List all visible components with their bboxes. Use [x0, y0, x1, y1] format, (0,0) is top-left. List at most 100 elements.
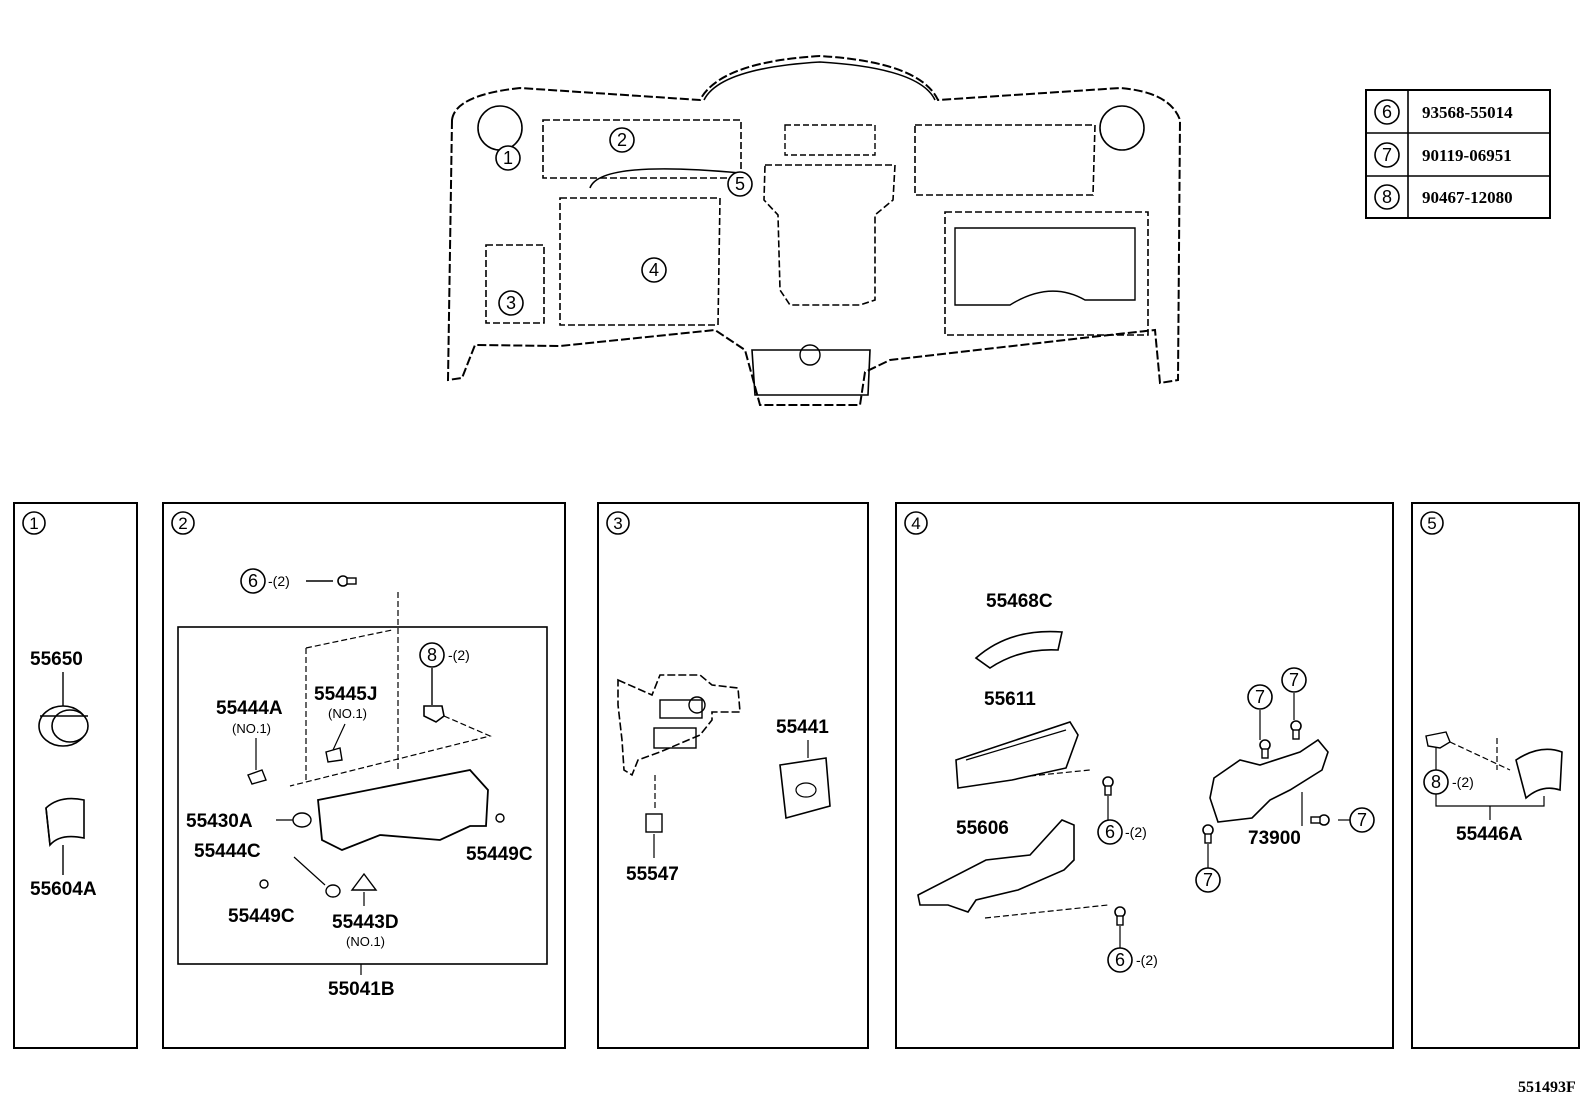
screw-qty-panel2: -(2) — [268, 573, 290, 589]
svg-text:8: 8 — [1382, 187, 1392, 207]
assembly-55041B-box — [177, 626, 548, 965]
clip-55444C — [325, 884, 341, 898]
fastener-table: 6 93568-55014 7 90119-06951 8 90467-1208… — [1365, 89, 1551, 219]
cover-73900 — [1209, 738, 1329, 823]
panel-5-callout: 5 — [1420, 511, 1444, 535]
part-55445J-note: (NO.1) — [328, 706, 367, 721]
clip-qty-panel2: -(2) — [448, 647, 470, 663]
svg-text:7: 7 — [1382, 145, 1392, 165]
garnish-55446A — [1515, 748, 1563, 800]
dash-fragment-panel3 — [617, 674, 741, 777]
overview-callouts: 1 2 3 4 5 — [495, 127, 753, 316]
svg-text:7: 7 — [1203, 870, 1213, 890]
dashboard-brow — [703, 61, 936, 101]
part-55445J: 55445J — [314, 684, 377, 705]
clip-55430A — [292, 812, 312, 828]
callout-4-overview: 4 — [641, 257, 667, 283]
svg-text:7: 7 — [1357, 810, 1367, 830]
clip-55444A — [247, 769, 267, 785]
clip-73900-a — [1259, 739, 1271, 759]
part-55611: 55611 — [984, 689, 1036, 710]
part-55449C-right: 55449C — [466, 844, 533, 865]
table-part-6: 93568-55014 — [1422, 103, 1513, 122]
part-55650: 55650 — [30, 649, 83, 670]
clip-55449C-right — [495, 813, 505, 823]
part-55449C-left: 55449C — [228, 906, 295, 927]
screw-panel2 — [337, 575, 357, 587]
part-55468C: 55468C — [986, 591, 1053, 612]
svg-text:6: 6 — [248, 571, 258, 591]
switch-55547 — [645, 813, 663, 833]
bracket-55443D — [350, 872, 378, 891]
clip-55445J — [325, 747, 343, 763]
part-55604A: 55604A — [30, 879, 97, 900]
panel-4: 4 55468C 55611 6 -(2) 55606 6 -(2) 7 7 7… — [895, 502, 1394, 1049]
table-part-7: 90119-06951 — [1422, 146, 1512, 165]
table-row-6: 6 — [1374, 99, 1400, 125]
glove-box-inner — [954, 227, 1136, 306]
table-part-8: 90467-12080 — [1422, 188, 1513, 207]
svg-text:6: 6 — [1115, 950, 1125, 970]
clip-callout-7-right: 7 — [1349, 807, 1375, 833]
panel-5: 5 8 -(2) 55446A — [1411, 502, 1580, 1049]
clip-qty-panel5: -(2) — [1452, 774, 1474, 790]
svg-text:2: 2 — [617, 130, 627, 150]
table-row-8: 8 — [1374, 184, 1400, 210]
vent-part-55650 — [38, 705, 89, 747]
svg-text:1: 1 — [503, 148, 513, 168]
callout-3-overview: 3 — [498, 290, 524, 316]
dashboard-top-outline — [446, 54, 1182, 406]
dashboard-overview — [446, 54, 1182, 406]
callout-5-overview: 5 — [727, 171, 753, 197]
lower-panel-55041B — [317, 769, 489, 851]
clip-callout-7-bottom: 7 — [1195, 867, 1221, 893]
svg-text:5: 5 — [1427, 514, 1436, 533]
panel-1-callout: 1 — [22, 511, 46, 535]
center-console-frame — [763, 164, 896, 306]
svg-text:6: 6 — [1105, 822, 1115, 842]
duct-part-55604A — [45, 797, 85, 847]
clip-callout-7-top-right: 7 — [1281, 667, 1307, 693]
svg-text:2: 2 — [178, 514, 187, 533]
clip-73900-b — [1290, 720, 1302, 740]
screw-callout-6b: 6 — [1107, 947, 1133, 973]
center-upper-slot — [784, 124, 876, 156]
panel-1: 1 55650 55604A — [13, 502, 138, 1049]
right-vent-ring — [1099, 105, 1145, 151]
svg-text:5: 5 — [735, 174, 745, 194]
part-55444C: 55444C — [194, 841, 261, 862]
part-55443D: 55443D — [332, 912, 399, 933]
lower-center-knob — [799, 344, 821, 366]
svg-text:8: 8 — [427, 645, 437, 665]
left-side-box — [485, 244, 545, 324]
part-55443D-note: (NO.1) — [346, 934, 385, 949]
left-upper-panel — [542, 119, 742, 179]
callout-2-overview: 2 — [609, 127, 635, 153]
meter-hood — [589, 168, 741, 189]
svg-text:7: 7 — [1255, 687, 1265, 707]
glove-box-area — [944, 211, 1149, 336]
bracket-55606 — [917, 819, 1075, 913]
panel-55611 — [955, 721, 1079, 789]
screw-callout-6a: 6 — [1097, 819, 1123, 845]
clip-73900-d — [1202, 824, 1214, 844]
screw-qty-6b: -(2) — [1136, 952, 1158, 968]
left-vent-ring — [477, 105, 523, 151]
svg-text:8: 8 — [1431, 772, 1441, 792]
part-55441: 55441 — [776, 717, 829, 738]
clip-callout-7-top-left: 7 — [1247, 684, 1273, 710]
callout-1-overview: 1 — [495, 145, 521, 171]
svg-text:4: 4 — [649, 260, 659, 280]
right-upper-panel — [914, 124, 1096, 196]
clip-callout-8-panel5: 8 — [1423, 769, 1449, 795]
clip-panel5 — [1425, 731, 1451, 749]
screw-callout-6: 6 — [240, 568, 266, 594]
panel-2: 2 6 -(2) 8 -(2) 55444A (NO.1) 55445J (NO… — [162, 502, 566, 1049]
panel-3-callout: 3 — [606, 511, 630, 535]
screw-qty-6a: -(2) — [1125, 824, 1147, 840]
svg-text:3: 3 — [613, 514, 622, 533]
clip-73900-c — [1310, 814, 1330, 826]
lower-left-cover — [559, 197, 721, 326]
svg-text:7: 7 — [1289, 670, 1299, 690]
